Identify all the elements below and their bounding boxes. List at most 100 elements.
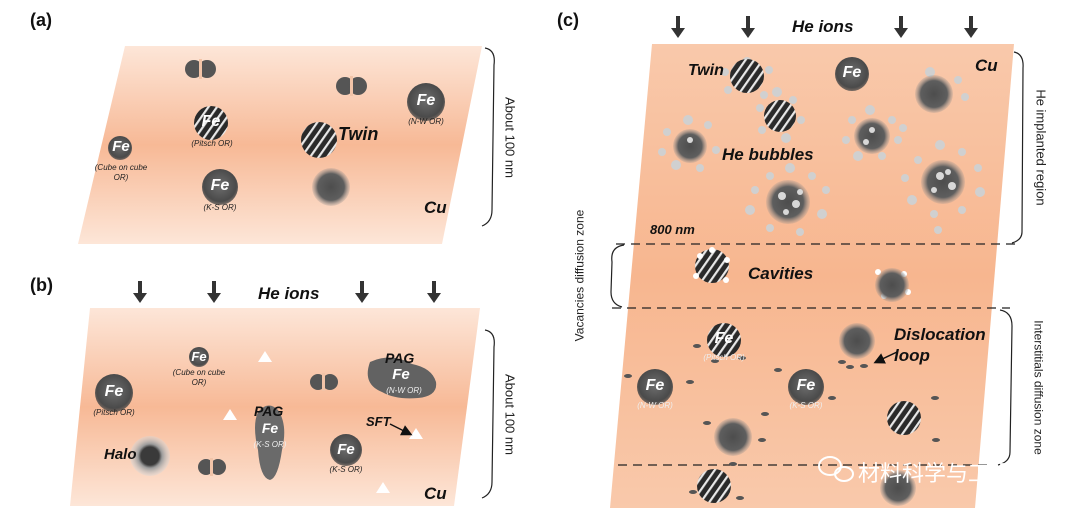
dislocation-loops bbox=[624, 344, 940, 500]
precipitate bbox=[880, 470, 916, 506]
sft-triangle bbox=[376, 482, 390, 493]
vacancies-bracket bbox=[610, 244, 625, 308]
fe-label: Fe bbox=[210, 177, 230, 194]
dislocation-loop-label: Dislocation loop bbox=[894, 325, 986, 365]
fe-particle-ks bbox=[202, 169, 238, 205]
fe-label: Fe bbox=[201, 113, 221, 130]
scale-label: About 100 nm bbox=[502, 374, 518, 455]
he-ions-label: He ions bbox=[258, 284, 320, 303]
fe-label: Fe bbox=[416, 92, 436, 109]
implanted-bracket bbox=[1011, 51, 1024, 244]
twin-particle bbox=[697, 469, 731, 503]
precipitate bbox=[839, 323, 875, 359]
split-particle bbox=[185, 59, 216, 79]
he-bubbles-label: He bubbles bbox=[722, 145, 814, 164]
panel-a-label: (a) bbox=[30, 10, 52, 30]
he-bubbles-on-core bbox=[687, 127, 956, 215]
cu-label: Cu bbox=[975, 56, 998, 75]
fe-label: Fe bbox=[645, 377, 665, 394]
cu-label: Cu bbox=[424, 198, 447, 217]
fe-particle-ks bbox=[788, 369, 824, 405]
twin-label: Twin bbox=[338, 124, 379, 144]
sft-triangle bbox=[258, 351, 272, 362]
panel-b-label: (b) bbox=[30, 275, 53, 295]
fe-label: Fe bbox=[796, 377, 816, 394]
interstitial-bracket bbox=[997, 309, 1013, 466]
ion-arrows-c bbox=[671, 16, 978, 38]
orientation-label: (K-S OR) bbox=[203, 203, 237, 212]
orientation-label: (N-W OR) bbox=[637, 401, 673, 410]
fe-label: Fe bbox=[104, 383, 124, 400]
scale-label: About 100 nm bbox=[502, 97, 518, 178]
striped-particle bbox=[764, 100, 796, 132]
pag-label: PAG bbox=[385, 350, 415, 366]
wechat-icon bbox=[818, 456, 854, 482]
cu-label: Cu bbox=[424, 484, 447, 503]
orientation-label: (N-W OR) bbox=[386, 386, 422, 395]
twin-cavity-particle bbox=[695, 249, 729, 283]
fe-particle-nw bbox=[637, 369, 673, 405]
pag-fe-ks-particle bbox=[255, 405, 285, 480]
he-bubbles-region bbox=[658, 57, 985, 236]
orientation-label: (Pitsch OR) bbox=[191, 139, 233, 148]
panel-b-scale-bracket bbox=[481, 329, 495, 499]
split-particle bbox=[336, 76, 367, 96]
depth-label: 800 nm bbox=[650, 222, 695, 237]
interstitials-zone-label: Interstitials diffusion zone bbox=[1031, 320, 1046, 455]
watermark-text: 材料科学与工程 bbox=[858, 462, 1013, 487]
orientation-label: (K-S OR) bbox=[329, 465, 363, 474]
fe-particle-ks bbox=[330, 434, 362, 466]
orientation-label: (Cube on cube OR) bbox=[94, 163, 148, 182]
fe-particle-pitsch bbox=[194, 106, 228, 140]
pag-fe-nw-particle bbox=[367, 357, 437, 399]
fe-label: Fe bbox=[842, 64, 862, 81]
pag-label: PAG bbox=[254, 403, 284, 419]
vacancies-zone-label: Vacancies diffusion zone bbox=[572, 209, 587, 342]
orientation-label: (N-W OR) bbox=[408, 117, 444, 126]
sft-triangle bbox=[409, 428, 423, 439]
halo-particle bbox=[130, 436, 170, 476]
fe-label: Fe bbox=[392, 366, 410, 383]
orientation-label: (Pitsch OR) bbox=[703, 353, 745, 362]
fe-label: Fe bbox=[191, 349, 207, 364]
twin-particle bbox=[301, 122, 337, 158]
bubble-core bbox=[673, 129, 707, 163]
fe-particle-cube-on-cube bbox=[108, 136, 132, 160]
sft-arrow bbox=[389, 423, 413, 436]
plain-precipitate bbox=[312, 168, 350, 206]
panel-a-cu-matrix bbox=[78, 46, 482, 244]
orientation-label: (Pitsch OR) bbox=[93, 408, 135, 417]
he-ions-label: He ions bbox=[792, 17, 854, 36]
twin-label: Twin bbox=[688, 62, 724, 79]
panel-c-label: (c) bbox=[557, 10, 579, 30]
bubble-core bbox=[766, 180, 810, 224]
cavities-label: Cavities bbox=[748, 264, 814, 283]
bubble-core bbox=[921, 160, 965, 204]
panel-a-scale-bracket bbox=[481, 47, 495, 227]
split-particle bbox=[310, 373, 338, 391]
sft-label: SFT bbox=[366, 414, 391, 429]
precipitate bbox=[875, 268, 909, 302]
orientation-label: (Cube on cube OR) bbox=[172, 368, 226, 387]
bubble-core bbox=[854, 118, 890, 154]
twin-particle bbox=[887, 401, 921, 435]
sft-triangle bbox=[223, 409, 237, 420]
fe-label: Fe bbox=[261, 420, 279, 436]
fe-label: Fe bbox=[337, 441, 355, 458]
fe-particle-nw bbox=[407, 83, 445, 121]
fe-label: Fe bbox=[112, 138, 130, 155]
twin-particle bbox=[730, 59, 764, 93]
fe-particle-cube-on-cube bbox=[189, 347, 209, 367]
panel-c-cu-matrix bbox=[610, 44, 1014, 508]
dislocation-arrow bbox=[873, 351, 898, 364]
precipitate bbox=[714, 418, 752, 456]
orientation-label: (K-S OR) bbox=[789, 401, 823, 410]
panel-b-cu-matrix bbox=[70, 308, 480, 506]
halo-label: Halo bbox=[104, 446, 137, 463]
fe-particle-pitsch bbox=[707, 323, 741, 357]
split-particle bbox=[198, 458, 226, 476]
fe-label: Fe bbox=[714, 330, 734, 347]
orientation-label: (K-S OR) bbox=[253, 440, 287, 449]
implanted-region-label: He implanted region bbox=[1033, 89, 1049, 206]
